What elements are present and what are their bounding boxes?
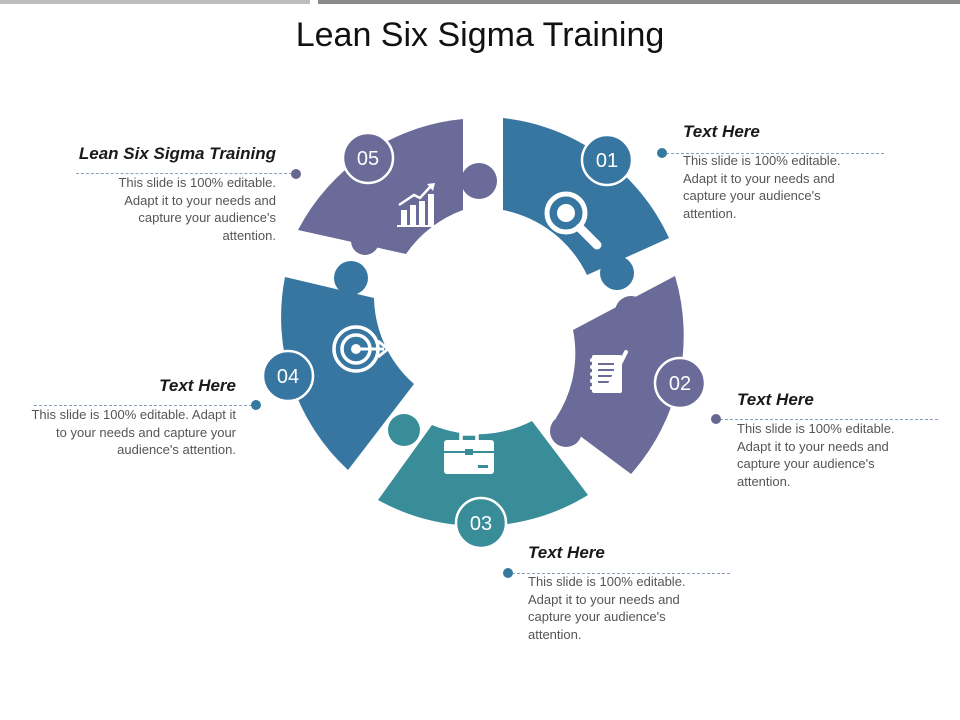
callout-04: Text Here This slide is 100% editable. A… <box>26 376 236 459</box>
top-accent-bar-left <box>0 0 310 4</box>
svg-text:02: 02 <box>669 373 691 395</box>
callout-04-dot <box>251 400 261 410</box>
badge-04: 04 <box>261 349 315 403</box>
badge-05: 05 <box>341 131 395 185</box>
puzzle-tab-02-01-notch <box>615 296 647 328</box>
callout-03-dot <box>503 568 513 578</box>
growth-chart-icon <box>397 183 441 227</box>
puzzle-tab-05-04-notch <box>351 227 379 255</box>
top-accent-bar-right <box>318 0 960 4</box>
magnifier-icon <box>544 191 602 250</box>
callout-05-heading: Lean Six Sigma Training <box>78 144 276 163</box>
target-icon <box>332 325 390 373</box>
segment-04 <box>281 277 414 470</box>
callout-03-connector <box>512 573 730 574</box>
callout-02: Text Here This slide is 100% editable. A… <box>737 390 947 490</box>
svg-text:04: 04 <box>277 366 299 388</box>
callout-05-body: This slide is 100% editable. Adapt it to… <box>118 175 276 243</box>
puzzle-tab-04-03-notch <box>354 396 382 424</box>
briefcase-icon <box>444 432 494 474</box>
svg-text:03: 03 <box>470 513 492 535</box>
callout-04-connector <box>34 405 252 406</box>
badge-02: 02 <box>653 356 707 410</box>
segment-04-shape <box>281 277 414 470</box>
callout-03-body: This slide is 100% editable. Adapt it to… <box>528 574 686 642</box>
callout-05-dot <box>291 169 301 179</box>
callout-02-dot <box>711 414 721 424</box>
callout-03-heading: Text Here <box>528 543 605 562</box>
callout-04-heading: Text Here <box>159 376 236 395</box>
slide-title: Lean Six Sigma Training <box>295 16 665 54</box>
svg-text:05: 05 <box>357 148 379 170</box>
callout-01-connector <box>666 153 884 154</box>
callout-02-heading: Text Here <box>737 390 814 409</box>
segment-01-shape <box>503 118 669 275</box>
notepad-pencil-icon <box>590 350 628 393</box>
callout-03: Text Here This slide is 100% editable. A… <box>528 543 738 643</box>
badge-01: 01 <box>580 133 634 187</box>
puzzle-tab-03-02-notch <box>512 436 540 464</box>
puzzle-tab-03-04 <box>388 414 420 446</box>
puzzle-tab-01-02 <box>600 256 634 290</box>
puzzle-tab-02-03 <box>550 415 582 447</box>
puzzle-tab-05-01 <box>461 163 497 199</box>
callout-04-body: This slide is 100% editable. Adapt it to… <box>31 407 236 457</box>
callout-02-connector <box>720 419 938 420</box>
callout-02-body: This slide is 100% editable. Adapt it to… <box>737 421 895 489</box>
badge-03: 03 <box>454 496 508 550</box>
svg-text:01: 01 <box>596 150 618 172</box>
puzzle-tab-04-05 <box>334 261 368 295</box>
segment-01 <box>503 118 669 275</box>
callout-01: Text Here This slide is 100% editable. A… <box>683 122 893 222</box>
callout-01-heading: Text Here <box>683 122 760 141</box>
callout-05: Lean Six Sigma Training This slide is 10… <box>66 144 276 244</box>
callout-05-connector <box>76 173 292 174</box>
callout-01-dot <box>657 148 667 158</box>
callout-01-body: This slide is 100% editable. Adapt it to… <box>683 153 841 221</box>
